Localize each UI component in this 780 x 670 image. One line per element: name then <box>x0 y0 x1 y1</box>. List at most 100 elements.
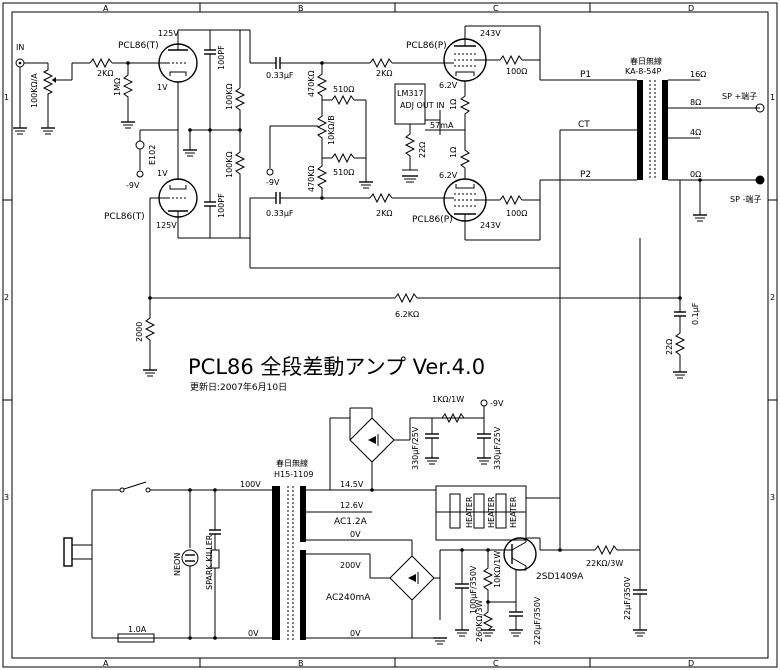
label-0v-primary: 0V <box>248 629 259 638</box>
schematic-title: PCL86 全段差動アンプ Ver.4.0 <box>188 355 485 379</box>
r-2k-top <box>369 57 393 69</box>
label-c100uf: 100μF/350V <box>469 565 478 614</box>
r-2000 <box>144 298 156 370</box>
label-r22b: 22Ω <box>665 339 674 355</box>
label-r10k1w: 10KΩ/1W <box>493 551 502 588</box>
label-62v-bot: 6.2V <box>439 171 458 180</box>
label-62v-top: 6.2V <box>439 81 458 90</box>
label-1v-top: 1V <box>157 83 168 92</box>
label-heater-2: HEATER <box>487 496 496 528</box>
heater-bus <box>435 485 527 541</box>
label-r260k: 260KΩ/3W <box>475 600 484 642</box>
r-10k-1w <box>482 550 494 602</box>
updated-date: 更新日:2007年6月10日 <box>190 381 287 393</box>
label-ac12: AC1.2A <box>334 517 368 527</box>
label-c330b: 330μF/25V <box>493 426 502 470</box>
label-tap0: 0Ω <box>690 170 701 179</box>
label-tap8: 8Ω <box>690 98 701 107</box>
col-b-top: B <box>298 4 304 13</box>
mains-input: 1.0A NEON SPARK KILLER 100V 0V <box>63 480 272 643</box>
heater-connections: HEATER HEATER HEATER <box>435 485 560 541</box>
r-470k-bot <box>316 150 328 198</box>
col-c-bot: C <box>493 659 499 668</box>
label-heater-3: HEATER <box>509 496 518 528</box>
r-22k-3w <box>594 544 618 556</box>
label-r100-bot: 100Ω <box>506 209 527 218</box>
r-100-top <box>499 54 523 66</box>
heater-1 <box>449 493 461 529</box>
label-r510-bot: 510Ω <box>333 168 354 177</box>
label-tap4: 4Ω <box>690 128 701 137</box>
col-c-top: C <box>493 4 499 13</box>
grid-labels: A B C D A B C D 1 2 3 1 2 3 <box>4 4 775 668</box>
transistor-2sd1409a <box>503 537 537 571</box>
row-3-left: 3 <box>4 493 9 502</box>
lm317-ccs: LM317 ADJ OUT IN 57mA 22Ω <box>394 83 454 183</box>
label-sp-minus: SP -端子 <box>730 194 761 204</box>
r-1-bot <box>459 130 471 169</box>
ot-primary <box>637 80 643 180</box>
label-pt-maker: 春日無線 <box>276 458 308 468</box>
label-r1-bot: 1Ω <box>449 147 458 158</box>
plug-icon <box>63 537 73 567</box>
label-r62k: 6.2KΩ <box>395 310 419 319</box>
nfb-network: 6.2KΩ 2000 0.1μF 22Ω <box>135 180 700 379</box>
label-p1: P1 <box>580 70 591 80</box>
r-260k-3w <box>482 602 494 631</box>
ot-secondary <box>662 80 668 180</box>
sp-minus-terminal <box>755 175 765 185</box>
label-r2k-bot: 2KΩ <box>376 209 392 218</box>
label-1v-bot: 1V <box>157 169 168 178</box>
row-1-left: 1 <box>4 93 9 102</box>
label-243v-bot: 243V <box>480 221 501 230</box>
volume-pot <box>42 63 54 128</box>
label-0v-ht: 0V <box>350 629 361 638</box>
heater-3 <box>495 493 507 529</box>
pt-ht-winding <box>300 550 306 640</box>
label-neon: NEON <box>173 553 182 576</box>
label-r2k-top: 2KΩ <box>376 69 392 78</box>
label-r470k-top: 470KΩ <box>307 70 316 97</box>
r-510-top <box>331 94 355 106</box>
label-pcl86p-top: PCL86(P) <box>406 41 447 51</box>
label-r100-top: 100Ω <box>506 67 527 76</box>
label-sp-plus: SP +端子 <box>722 91 757 101</box>
grid-ticks <box>3 3 777 667</box>
label-14-5v: 14.5V <box>340 480 364 489</box>
r-6k2 <box>394 292 418 304</box>
label-c033-bot: 0.33μF <box>266 209 294 218</box>
label-100pf-bot: 100PF <box>217 193 226 218</box>
label-r22: 22Ω <box>418 142 427 158</box>
label-100v: 100V <box>240 480 261 489</box>
r-100k-bot <box>234 130 246 238</box>
ht-supply: 100μF/350V 10KΩ/1W 260KΩ/3W 220μF/350V 2… <box>249 238 647 645</box>
pt-heater-winding <box>300 486 306 542</box>
heater-2 <box>473 493 485 529</box>
r-10k-b-pot <box>316 110 328 150</box>
label-e102: E102 <box>148 145 157 165</box>
label-tr: 2SD1409A <box>536 572 584 582</box>
crd-e102 <box>135 140 145 150</box>
bias-supply: 330μF/25V 1KΩ/1W -9V 330μF/25V <box>329 395 504 492</box>
r-100k-top <box>234 87 246 130</box>
col-a-bot: A <box>103 659 109 668</box>
col-b-bot: B <box>298 659 304 668</box>
pentode-bottom: 100Ω PCL86(P) 243V 6.2V 1Ω <box>412 130 540 241</box>
col-d-top: D <box>688 4 694 13</box>
label-spark: SPARK KILLER <box>205 534 214 590</box>
bias-network: 470KΩ 470KΩ 10KΩ/B -9V 510Ω 510Ω 2KΩ 2KΩ <box>266 57 446 218</box>
r-1-top <box>459 95 471 130</box>
output-transformer: P1 CT P2 春日無線 KA-8-54P 16Ω 8Ω 4Ω 0Ω SP +… <box>539 26 765 550</box>
label-tap16: 16Ω <box>690 70 706 79</box>
label-100pf-top: 100PF <box>217 45 226 70</box>
label-pcl86t-top: PCL86(T) <box>118 41 159 51</box>
label-neg9v-mid: -9V <box>266 178 280 187</box>
label-r470k-bot: 470KΩ <box>307 165 316 192</box>
r-2k-input <box>89 57 113 69</box>
pt-primary <box>272 486 280 640</box>
r-22-ccs <box>404 124 416 170</box>
label-lm317-pins: ADJ OUT IN <box>400 101 444 110</box>
row-1-right: 1 <box>770 93 775 102</box>
label-0v-heater: 0V <box>350 530 361 539</box>
